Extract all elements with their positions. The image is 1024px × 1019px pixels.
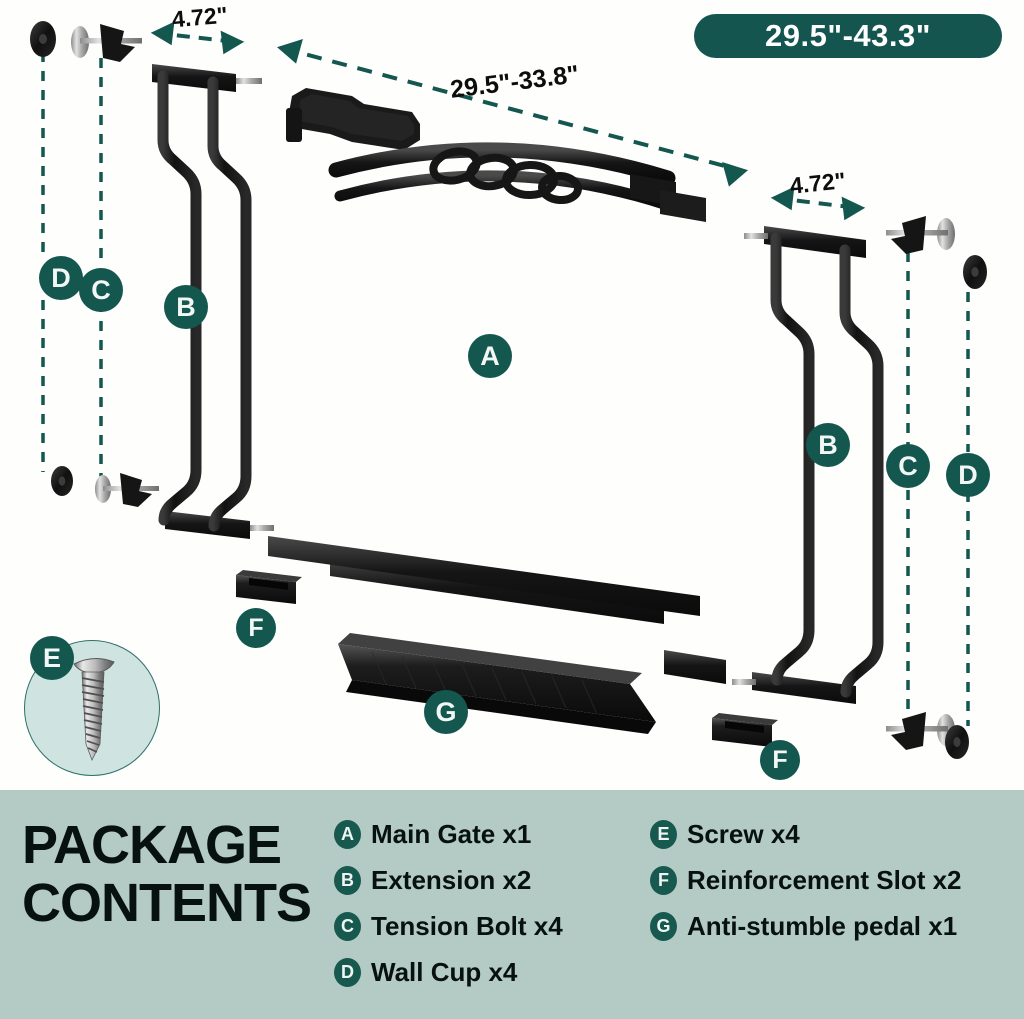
dimension-arrows [150, 21, 866, 221]
wall-cup-left-top [30, 21, 56, 57]
tension-bolt-right-top [886, 216, 955, 254]
callout-badge-d-right: D [946, 453, 990, 497]
callout-badge-b-right: B [806, 423, 850, 467]
package-item-a: A Main Gate x1 [334, 812, 563, 856]
exploded-view-diagram: 29.5"-43.3" 4.72" 29.5"-33.8" 4.72" D C … [18, 1, 1002, 780]
package-label-g: Anti-stumble pedal x1 [687, 910, 958, 941]
package-badge-c: C [334, 911, 361, 941]
package-title-line-2: CONTENTS [22, 873, 312, 934]
package-contents-footer: PACKAGE CONTENTS A Main Gate x1 B Extens… [0, 790, 1024, 1019]
callout-badge-c-right: C [886, 444, 930, 488]
package-badge-a: A [334, 819, 361, 849]
package-title-line-1: PACKAGE [22, 815, 282, 875]
wall-cup-left-bottom [51, 466, 73, 496]
callout-badge-b-left: B [164, 285, 208, 329]
package-badge-e: E [650, 819, 677, 849]
package-label-c: Tension Bolt x4 [371, 910, 563, 941]
package-list-column-2: E Screw x4 F Reinforcement Slot x2 G Ant… [650, 812, 962, 950]
callout-badge-f-left: F [236, 608, 276, 648]
package-item-c: C Tension Bolt x4 [334, 904, 563, 948]
diagram-artwork [30, 21, 987, 759]
size-range-label: 29.5"-43.3" [765, 18, 931, 53]
package-badge-b: B [334, 865, 361, 895]
package-label-b: Extension x2 [371, 864, 532, 895]
callout-badge-g-pedal: G [424, 690, 468, 734]
tension-bolt-left-bottom [95, 473, 159, 507]
tension-bolt-right-bottom [886, 712, 955, 750]
gate-bars [343, 149, 614, 607]
callout-badge-d-left: D [39, 256, 83, 300]
extension-panel-left [152, 64, 274, 539]
package-badge-d: D [334, 957, 361, 987]
package-label-e: Screw x4 [687, 818, 800, 849]
extension-panel-right [732, 226, 884, 704]
anti-stumble-pedal [338, 633, 656, 734]
package-label-d: Wall Cup x4 [371, 956, 518, 987]
size-range-pill: 29.5"-43.3" [694, 14, 1002, 58]
package-label-a: Main Gate x1 [371, 818, 532, 849]
reinforcement-slot-left [236, 570, 302, 604]
dimension-label-right: 4.72" [788, 167, 847, 199]
package-item-d: D Wall Cup x4 [334, 950, 563, 994]
package-item-g: G Anti-stumble pedal x1 [650, 904, 962, 948]
package-badge-f: F [650, 865, 677, 895]
dimension-label-left: 4.72" [170, 1, 229, 33]
main-gate [263, 88, 726, 684]
callout-badge-c-left: C [79, 268, 123, 312]
leader-lines [41, 52, 970, 726]
callout-badge-a-gate: A [468, 334, 512, 378]
callout-badge-e-screw: E [30, 636, 74, 680]
package-item-b: B Extension x2 [334, 858, 563, 902]
package-list-column-1: A Main Gate x1 B Extension x2 C Tension … [334, 812, 563, 996]
package-item-e: E Screw x4 [650, 812, 962, 856]
wall-cup-right-bottom [945, 725, 969, 759]
package-contents-title: PACKAGE CONTENTS [22, 816, 322, 933]
screw-illustration [73, 658, 115, 761]
callout-badge-f-right: F [760, 740, 800, 780]
tension-bolt-left-top [71, 24, 142, 62]
package-badge-g: G [650, 911, 677, 941]
screw-detail-inset: E [18, 632, 168, 776]
wall-cup-right-top [963, 255, 987, 289]
package-item-f: F Reinforcement Slot x2 [650, 858, 962, 902]
package-label-f: Reinforcement Slot x2 [687, 864, 962, 895]
reinforcement-slot-right [712, 713, 778, 747]
